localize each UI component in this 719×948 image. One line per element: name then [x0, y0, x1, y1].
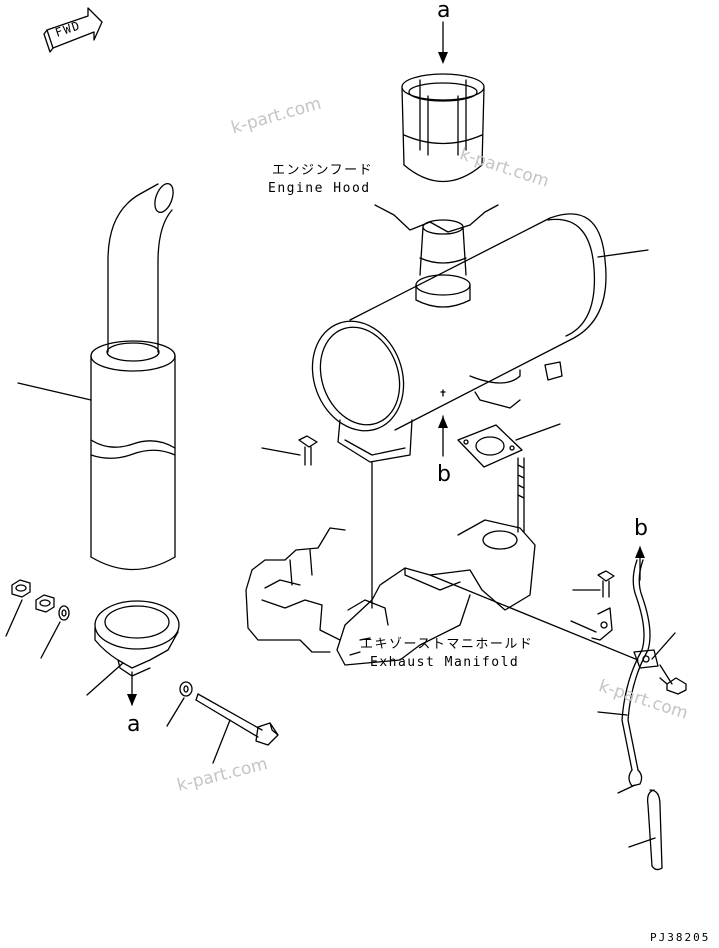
view-letter-a-top: a — [437, 0, 451, 23]
leader-bolt — [261, 447, 301, 456]
tail-pipe-assembly — [90, 182, 176, 571]
stud-bolt — [517, 457, 525, 533]
leader-tail-pipe — [17, 382, 92, 401]
bracket-bolt — [597, 570, 615, 598]
drain-tube — [621, 559, 663, 871]
tube-clip-bolt — [659, 677, 687, 695]
leader-washer-1 — [40, 621, 61, 659]
leader-clamp — [86, 662, 124, 696]
exhaust-manifold-label-en: Exhaust Manifold — [370, 655, 520, 670]
leader-tube — [597, 711, 628, 716]
nuts — [11, 579, 55, 613]
fwd-arrow-icon — [43, 7, 103, 53]
manifold-gasket — [457, 424, 523, 468]
engine-hood-label-en: Engine Hood — [268, 181, 371, 196]
leader-clip — [651, 632, 676, 660]
washers — [58, 605, 193, 697]
pipe-clamp — [94, 600, 180, 677]
muffler — [311, 213, 607, 463]
leader-washer-2 — [166, 697, 185, 727]
bracket — [591, 607, 613, 641]
engine-hood-outline — [374, 204, 499, 233]
engine-hood-sleeve — [401, 73, 485, 183]
leader-hose — [617, 784, 636, 794]
leader-clamp-bolt — [212, 719, 231, 764]
view-letter-b-middle: b — [437, 462, 451, 487]
engine-block-outline — [245, 527, 346, 653]
figure-code: PJ38205 — [650, 931, 711, 944]
leader-gasket — [515, 423, 561, 441]
leader-bracket — [570, 620, 597, 633]
view-letter-a-bottom: a — [127, 712, 141, 737]
view-letter-b-right: b — [634, 516, 648, 541]
exhaust-manifold-label-jp: エキゾーストマニホールド — [360, 637, 534, 652]
leader-muffler — [597, 249, 649, 258]
leader-tube-end — [628, 837, 656, 848]
manifold-to-bracket-line — [429, 574, 639, 661]
exhaust-manifold — [336, 519, 536, 666]
leader-clip-bolt — [659, 664, 673, 685]
engine-hood-label-jp: エンジンフード — [272, 163, 374, 178]
leader-nut — [5, 599, 23, 637]
clamp-bolt — [195, 693, 279, 746]
mounting-bolt — [298, 435, 318, 466]
muffler-outlet-pipe — [415, 219, 471, 308]
